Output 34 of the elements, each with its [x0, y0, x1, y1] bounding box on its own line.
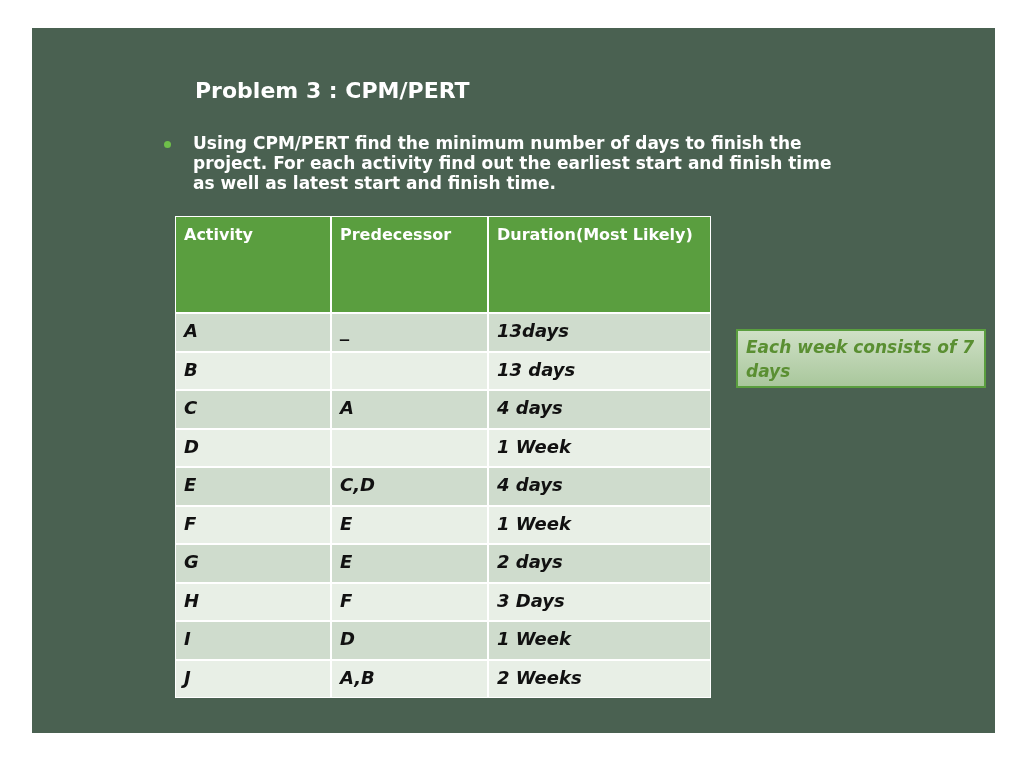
note-box: Each week consists of 7 days: [736, 329, 986, 388]
table-cell: 3 Days: [488, 582, 711, 621]
table-cell: _: [331, 313, 488, 352]
table-cell: 13 days: [488, 351, 711, 390]
slide-title: Problem 3 : CPM/PERT: [195, 78, 470, 103]
table-cell: C: [175, 390, 331, 429]
table-cell: A,B: [331, 659, 488, 698]
table-cell: D: [331, 621, 488, 660]
table-cell: 1 Week: [488, 428, 711, 467]
table-cell: E: [175, 467, 331, 506]
table-cell: F: [331, 582, 488, 621]
table-cell: I: [175, 621, 331, 660]
column-header: Activity: [175, 216, 331, 313]
column-header: Duration(Most Likely): [488, 216, 711, 313]
column-header: Predecessor: [331, 216, 488, 313]
instruction-text: Using CPM/PERT find the minimum number of days to finish the project. For each activity find out the earliest start and finish time as well as latest start and finish time.: [193, 133, 833, 193]
table-cell: 1 Week: [488, 505, 711, 544]
table-cell: D: [175, 428, 331, 467]
table-cell: 2 days: [488, 544, 711, 583]
table-cell: J: [175, 659, 331, 698]
table-cell: 4 days: [488, 467, 711, 506]
table-cell: H: [175, 582, 331, 621]
table-cell: 4 days: [488, 390, 711, 429]
table-cell: A: [331, 390, 488, 429]
table-cell: G: [175, 544, 331, 583]
table-cell: E: [331, 505, 488, 544]
table-cell: B: [175, 351, 331, 390]
table-cell: C,D: [331, 467, 488, 506]
table-cell: E: [331, 544, 488, 583]
table-cell: 13days: [488, 313, 711, 352]
table-cell: 2 Weeks: [488, 659, 711, 698]
table-cell: F: [175, 505, 331, 544]
table-cell: A: [175, 313, 331, 352]
table-cell: 1 Week: [488, 621, 711, 660]
